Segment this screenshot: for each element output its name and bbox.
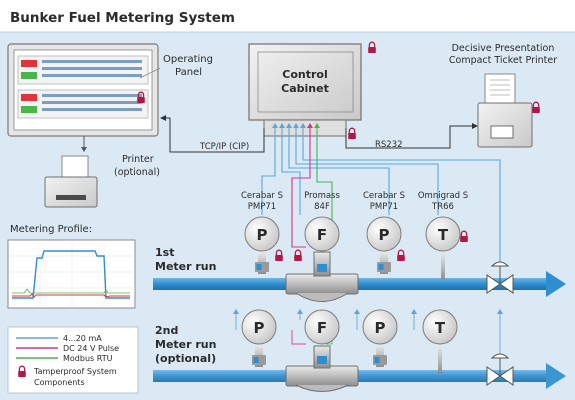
legend-lock-label-1: Tamperproof System bbox=[33, 367, 117, 376]
instrument-symbol: P bbox=[254, 319, 265, 337]
printer bbox=[44, 155, 98, 208]
instrument-run2-flow: F bbox=[304, 309, 340, 345]
instrument-labels: Cerabar S PMP71 Promass 84F Cerabar S PM… bbox=[241, 191, 468, 212]
instrument-run1-pressure-1: P bbox=[244, 216, 280, 275]
ticket-printer-label-1: Decisive Presentation bbox=[452, 43, 555, 54]
instrument-run2-pressure-1: P bbox=[241, 309, 277, 368]
instrument-symbol: T bbox=[438, 226, 449, 244]
meter-run-1-label-1: 1st bbox=[155, 246, 174, 259]
valve-run-1 bbox=[486, 261, 514, 294]
rs232-label: RS232 bbox=[375, 140, 403, 150]
operating-panel-leader bbox=[139, 67, 161, 79]
signal-arrows-run2 bbox=[233, 309, 503, 314]
instrument-symbol: F bbox=[317, 226, 327, 244]
instrument-run2-temperature: T bbox=[422, 309, 458, 374]
printer-label-2: (optional) bbox=[114, 167, 160, 178]
legend-item-pulse: DC 24 V Pulse bbox=[63, 344, 119, 353]
operating-panel-label-1: Operating bbox=[163, 54, 213, 65]
arrow-icon bbox=[81, 147, 87, 152]
legend: 4...20 mA DC 24 V Pulse Modbus RTU Tampe… bbox=[7, 326, 139, 394]
flowmeter-body-run1 bbox=[285, 251, 359, 302]
ticket-printer bbox=[477, 73, 533, 148]
title-bar bbox=[0, 0, 575, 32]
control-cabinet bbox=[248, 43, 362, 137]
meter-run-2-label-2: Meter run bbox=[155, 338, 216, 351]
page-title: Bunker Fuel Metering System bbox=[10, 10, 235, 26]
metering-profile-label: Metering Profile: bbox=[10, 224, 92, 235]
instrument-name-1: Cerabar S bbox=[241, 191, 283, 201]
meter-run-2-label-3: (optional) bbox=[155, 352, 216, 365]
operating-panel bbox=[7, 43, 159, 137]
rs232-connection bbox=[345, 123, 478, 149]
instrument-run1-temperature: T bbox=[425, 216, 461, 281]
signal-arrows-run1 bbox=[272, 123, 320, 128]
legend-item-current-loop: 4...20 mA bbox=[63, 334, 102, 343]
control-cabinet-label-2: Cabinet bbox=[281, 82, 329, 95]
instrument-name-2: Promass bbox=[304, 191, 340, 201]
instrument-run1-pressure-2: P bbox=[366, 216, 402, 275]
instrument-symbol: P bbox=[375, 319, 386, 337]
tcp-ip-connection bbox=[160, 115, 265, 153]
instrument-symbol: P bbox=[257, 226, 268, 244]
signal-lines-run2 bbox=[235, 312, 501, 358]
legend-lock-label-2: Components bbox=[34, 378, 85, 387]
instrument-symbol: T bbox=[435, 319, 446, 337]
tcp-ip-label: TCP/IP (CIP) bbox=[199, 142, 249, 152]
meter-run-1-label-2: Meter run bbox=[155, 260, 216, 273]
instrument-symbol: P bbox=[379, 226, 390, 244]
meter-run-2-label-1: 2nd bbox=[155, 324, 178, 337]
instrument-model-4: TR66 bbox=[431, 202, 454, 212]
instrument-run1-flow: F bbox=[304, 216, 340, 252]
control-cabinet-label-1: Control bbox=[282, 68, 327, 81]
instrument-symbol: F bbox=[317, 319, 327, 337]
printer-label-1: Printer bbox=[122, 154, 154, 165]
instrument-name-4: Omnigrad S bbox=[418, 191, 468, 201]
valve-run-2 bbox=[486, 353, 514, 386]
instrument-name-3: Cerabar S bbox=[363, 191, 405, 201]
instrument-run2-pressure-2: P bbox=[362, 309, 398, 368]
instrument-model-1: PMP71 bbox=[248, 202, 276, 212]
flowmeter-body-run2 bbox=[285, 345, 359, 392]
instrument-model-3: PMP71 bbox=[370, 202, 398, 212]
metering-profile-chart bbox=[7, 239, 136, 309]
ticket-printer-label-2: Compact Ticket Printer bbox=[449, 55, 557, 66]
legend-item-modbus: Modbus RTU bbox=[63, 354, 113, 363]
operating-panel-label-2: Panel bbox=[175, 67, 202, 78]
instrument-model-2: 84F bbox=[314, 202, 330, 212]
